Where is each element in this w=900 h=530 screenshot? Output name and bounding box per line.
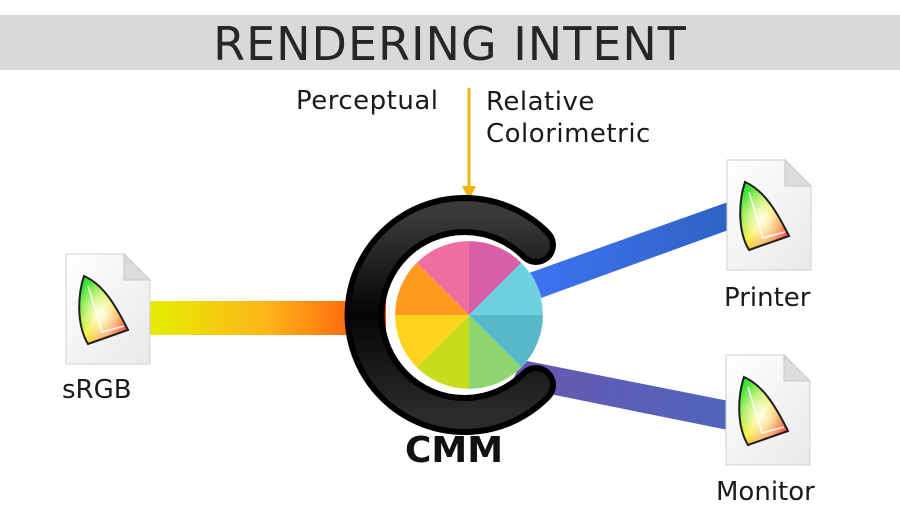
title-band xyxy=(0,15,900,70)
color-wheel-wedge xyxy=(395,315,469,368)
srgb-profile-icon xyxy=(65,253,151,365)
printer-profile-icon xyxy=(726,159,812,271)
intent-relative-colorimetric: Relative Colorimetric xyxy=(486,86,651,150)
srgb-label: sRGB xyxy=(62,375,132,405)
intent-arrow-head xyxy=(462,186,476,200)
cmm-label: CMM xyxy=(405,430,504,471)
intent-relative-line1: Relative xyxy=(486,87,595,117)
monitor-profile-icon xyxy=(725,354,811,466)
color-wheel-wedge xyxy=(469,240,522,315)
color-wheel-wedge xyxy=(416,315,469,389)
color-wheel-wedge xyxy=(395,262,469,315)
monitor-label: Monitor xyxy=(716,477,815,507)
color-wheel-wedge xyxy=(469,262,543,315)
intent-relative-line2: Colorimetric xyxy=(486,119,651,149)
color-wheel-wedge xyxy=(416,240,469,315)
page-title: RENDERING INTENT xyxy=(213,17,687,71)
printer-link xyxy=(515,202,734,302)
color-wheel-wedge xyxy=(469,315,543,368)
printer-label: Printer xyxy=(724,283,811,313)
intent-perceptual: Perceptual xyxy=(296,86,439,116)
color-wheel-wedge xyxy=(469,315,522,389)
color-wheel xyxy=(395,240,543,389)
monitor-link xyxy=(510,360,734,430)
cmm-icon xyxy=(344,195,556,435)
